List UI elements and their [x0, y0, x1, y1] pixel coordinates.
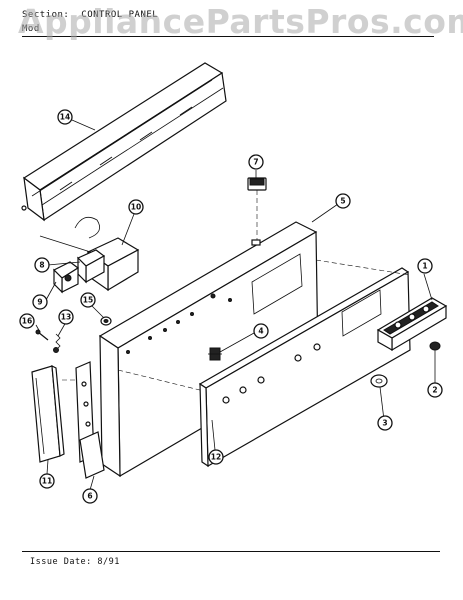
leader-lines	[35, 119, 436, 491]
callout-11-label: 11	[42, 477, 52, 486]
callout-1: 1	[417, 258, 433, 274]
part-1-switch-bezel	[376, 297, 448, 352]
header-rule	[22, 36, 434, 37]
watermark: AppliancePartsPros.com	[18, 2, 463, 41]
callout-13-label: 13	[61, 313, 71, 322]
callout-10-label: 10	[131, 203, 141, 212]
section-label: Section: CONTROL PANEL	[22, 10, 158, 20]
callout-10: 10	[128, 199, 144, 215]
callout-15: 15	[80, 292, 96, 308]
part-4-clip	[208, 347, 222, 361]
callout-9-label: 9	[37, 298, 42, 307]
callout-15-label: 15	[83, 296, 93, 305]
part-3-washer	[370, 374, 388, 388]
callout-11: 11	[39, 473, 55, 489]
callout-14-label: 14	[60, 113, 70, 122]
callout-6-label: 6	[87, 492, 92, 501]
callout-3-label: 3	[382, 419, 387, 428]
callout-2: 2	[427, 382, 443, 398]
part-8-switch	[76, 249, 106, 284]
callout-7-label: 7	[253, 158, 258, 167]
part-7-indicator-light	[247, 177, 267, 240]
callout-4-label: 4	[258, 327, 263, 336]
section-label-text: Section:	[22, 10, 70, 20]
part-9-switch	[52, 261, 80, 294]
part-11-end-cap	[31, 364, 65, 463]
footer-rule	[22, 551, 440, 552]
callout-14: 14	[57, 109, 73, 125]
callout-13: 13	[58, 309, 74, 325]
callout-3: 3	[377, 415, 393, 431]
part-2-knob	[429, 341, 441, 351]
callout-16-label: 16	[22, 317, 32, 326]
callout-16: 16	[19, 313, 35, 329]
part-6-bracket	[62, 361, 105, 479]
callout-12-label: 12	[211, 453, 221, 462]
callout-5: 5	[335, 193, 351, 209]
model-label-text: Mod	[22, 24, 40, 34]
callout-2-label: 2	[432, 386, 437, 395]
callout-4: 4	[253, 323, 269, 339]
issue-date: Issue Date: 8/91	[30, 557, 120, 567]
callout-6: 6	[82, 488, 98, 504]
callout-7: 7	[248, 154, 264, 170]
callout-9: 9	[32, 294, 48, 310]
callout-8-label: 8	[39, 261, 44, 270]
model-label: Mod	[22, 24, 40, 34]
callout-5-label: 5	[340, 197, 345, 206]
callout-1-label: 1	[422, 262, 427, 271]
section-value: CONTROL PANEL	[81, 10, 159, 20]
callout-8: 8	[34, 257, 50, 273]
callout-12: 12	[208, 449, 224, 465]
part-16-screw	[35, 329, 49, 341]
part-12-front-panel	[198, 259, 411, 468]
part-13-spring	[53, 333, 61, 353]
part-15-nut	[100, 316, 112, 326]
part-14-top-rail	[21, 62, 227, 222]
